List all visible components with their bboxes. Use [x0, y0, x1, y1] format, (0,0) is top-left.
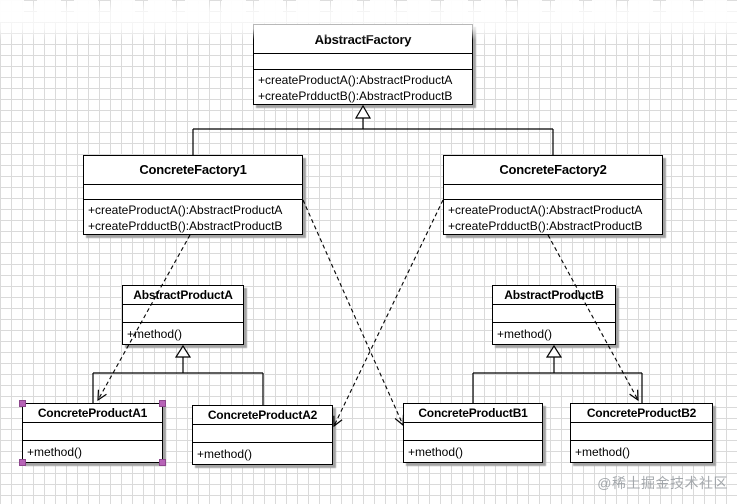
method-label: +method(): [497, 327, 553, 341]
class-title: ConcreteProductB2: [571, 404, 712, 423]
class-title: ConcreteProductA2: [193, 406, 332, 425]
generalization-triangle-icon: [354, 104, 372, 119]
class-methods: +createProductA():AbstractProductA +crea…: [444, 200, 662, 234]
class-title: ConcreteFactory1: [84, 156, 302, 185]
dependency-cf1-to-cpb1-line[interactable]: [302, 199, 403, 425]
method-label: +method(): [408, 445, 464, 459]
class-attributes: [571, 423, 712, 441]
class-attributes: [404, 423, 542, 441]
class-methods: +method(): [193, 443, 332, 464]
class-attributes: [493, 305, 615, 323]
selection-handle-bottom-left[interactable]: [19, 459, 26, 466]
generalization-product-a-line[interactable]: [92, 344, 264, 405]
class-title: ConcreteProductB1: [404, 404, 542, 423]
class-title: ConcreteProductA1: [23, 404, 162, 423]
generalization-product-b-line[interactable]: [472, 344, 643, 403]
class-title: ConcreteFactory2: [444, 156, 662, 185]
method-label: +method(): [575, 445, 631, 459]
class-attributes: [123, 305, 243, 323]
generalization-triangle-icon: [174, 344, 192, 358]
class-concrete-factory-2[interactable]: ConcreteFactory2 +createProductA():Abstr…: [443, 155, 663, 235]
class-concrete-product-a2[interactable]: ConcreteProductA2 +method(): [192, 405, 333, 465]
generalization-triangle-icon: [545, 344, 563, 358]
class-attributes: [444, 185, 662, 200]
generalization-factories-line[interactable]: [192, 104, 554, 155]
class-methods: +method(): [571, 441, 712, 462]
class-attributes: [193, 425, 332, 443]
site-watermark-text: @稀土掘金技术社区: [597, 475, 728, 491]
class-methods: +method(): [23, 441, 162, 462]
class-methods: +method(): [493, 323, 615, 344]
class-concrete-product-b1[interactable]: ConcreteProductB1 +method(): [403, 403, 543, 463]
class-abstract-product-a[interactable]: AbstractProductA +method(): [122, 285, 244, 345]
class-methods: +createProductA():AbstractProductA +crea…: [254, 70, 472, 104]
method-label: +createPrdductB():AbstractProductB: [448, 219, 643, 233]
class-methods: +method(): [123, 323, 243, 344]
class-concrete-factory-1[interactable]: ConcreteFactory1 +createProductA():Abstr…: [83, 155, 303, 235]
class-concrete-product-a1[interactable]: ConcreteProductA1 +method(): [22, 403, 163, 463]
class-abstract-product-b[interactable]: AbstractProductB +method(): [492, 285, 616, 345]
selection-handle-bottom-right[interactable]: [159, 459, 166, 466]
class-attributes: [254, 54, 472, 70]
class-attributes: [84, 185, 302, 200]
method-label: +method(): [197, 447, 253, 461]
class-methods: +method(): [404, 441, 542, 462]
selection-handle-top-left[interactable]: [19, 400, 26, 407]
method-label: +createProductA():AbstractProductA: [88, 203, 283, 217]
class-concrete-product-b2[interactable]: ConcreteProductB2 +method(): [570, 403, 713, 463]
method-label: +createProductA():AbstractProductA: [258, 73, 453, 87]
class-attributes: [23, 423, 162, 441]
selection-handle-top-right[interactable]: [159, 400, 166, 407]
method-label: +createPrdductB():AbstractProductB: [88, 219, 283, 233]
class-methods: +createProductA():AbstractProductA +crea…: [84, 200, 302, 234]
dependency-cf1-to-cpa1-line[interactable]: [98, 234, 191, 400]
dependency-cf2-to-cpb2-line[interactable]: [547, 234, 638, 400]
method-label: +method(): [27, 445, 83, 459]
method-label: +method(): [127, 327, 183, 341]
method-label: +createProductA():AbstractProductA: [448, 203, 643, 217]
method-label: +createPrdductB():AbstractProductB: [258, 89, 453, 103]
